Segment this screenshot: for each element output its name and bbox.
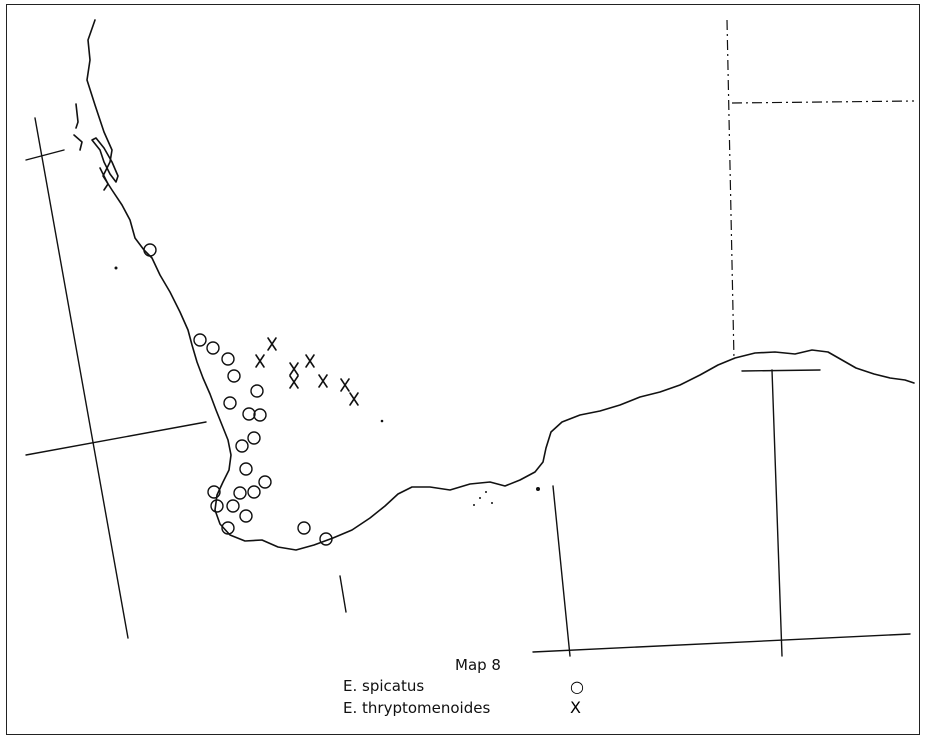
map-frame: [6, 4, 920, 735]
meridian-left: [34, 117, 129, 639]
spicatus-record: [227, 369, 241, 383]
state-border-vertical: [726, 19, 735, 361]
thryptomenoides-record: [289, 375, 299, 389]
meridian-short: [339, 575, 347, 613]
thryptomenoides-record: [349, 392, 359, 406]
thryptomenoides-record: [318, 374, 328, 388]
thryptomenoides-record: [340, 378, 350, 392]
meridian-right: [771, 369, 783, 657]
stray-dot: [380, 419, 384, 423]
spicatus-record: [297, 521, 311, 535]
spicatus-record: [143, 243, 157, 257]
thryptomenoides-record: [289, 362, 299, 376]
latitude-tick-top-left: [25, 149, 65, 161]
spicatus-record: [221, 521, 235, 535]
spicatus-record: [247, 431, 261, 445]
stray-dot: [479, 497, 481, 499]
spicatus-record: [207, 485, 221, 499]
spicatus-record: [206, 341, 220, 355]
thryptomenoides-record: [305, 354, 315, 368]
island-4: [99, 167, 109, 191]
thryptomenoides-record: [255, 354, 265, 368]
latitude-bottom-right: [532, 633, 911, 653]
spicatus-record: [223, 396, 237, 410]
spicatus-record: [250, 384, 264, 398]
spicatus-record: [239, 462, 253, 476]
latitude-left: [25, 421, 207, 456]
spicatus-record: [253, 408, 267, 422]
stray-dot: [491, 502, 493, 504]
spicatus-record: [221, 352, 235, 366]
island-1: [75, 103, 79, 129]
spicatus-record: [258, 475, 272, 489]
spicatus-record: [319, 532, 333, 546]
legend-cross-icon: X: [570, 698, 581, 717]
stray-dot: [473, 504, 475, 506]
spicatus-record: [235, 439, 249, 453]
island-3: [91, 137, 119, 183]
meridian-mid: [552, 485, 571, 657]
spicatus-record: [247, 485, 261, 499]
spicatus-record: [242, 407, 256, 421]
stray-dot: [536, 487, 540, 491]
legend-label-spicatus: E. spicatus: [343, 677, 425, 695]
spicatus-record: [193, 333, 207, 347]
spicatus-record: [239, 509, 253, 523]
stray-dot: [114, 266, 118, 270]
legend-circle-icon: ○: [570, 677, 584, 696]
spicatus-record: [226, 499, 240, 513]
island-2: [73, 134, 83, 151]
stray-dot: [485, 491, 487, 493]
latitude-tick-right: [741, 369, 821, 372]
thryptomenoides-record: [267, 337, 277, 351]
state-border-horizontal: [731, 100, 915, 104]
map-title: Map 8: [455, 656, 501, 674]
legend-label-thryptomenoides: E. thryptomenoides: [343, 699, 491, 717]
spicatus-record: [233, 486, 247, 500]
coastline: [86, 19, 915, 551]
spicatus-record: [210, 499, 224, 513]
